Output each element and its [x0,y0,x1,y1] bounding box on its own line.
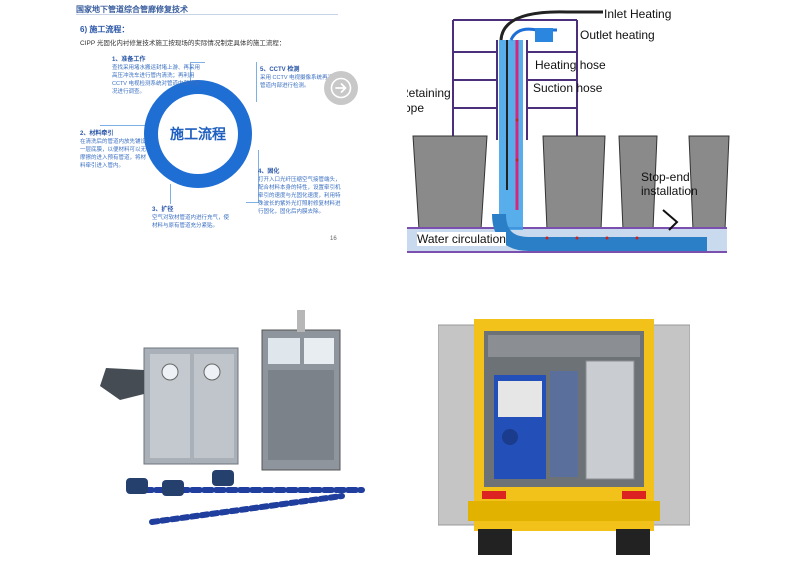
step-2: 2、材料牵引 在清洗后的管道内放先铺设一层底膜，以便材料可以无摩擦的进入预有管道… [80,130,150,170]
step-title: 3、扩径 [152,207,174,213]
cipp-diagram: Inlet Heating Outlet heating Heating hos… [407,0,737,258]
arrow-right-circle-icon [330,77,352,99]
cipp-diagram-graphic [407,10,730,253]
label-retaining: Retaining [407,86,451,100]
step-3: 3、扩径 空气对软材管道内进行充气，使材料与原有管道充分紧贴。 [152,206,230,230]
step-title: 1、准备工作 [112,57,146,63]
step-title: 5、CCTV 检测 [260,67,300,73]
step-desc: 打开入口光纤压缩空气接管端头，配合材料本身的特性，设置牵引机牵引的速度与光固化速… [258,177,341,215]
step-1: 1、准备工作 查找采用堵水搬运封堵上游、再采用高压冲洗车进行管内清洗；再利用 C… [112,56,200,96]
soil-block [688,135,730,231]
page-number: 16 [330,236,337,242]
equipment-illustration [92,290,394,552]
step-desc: 在清洗后的管道内放先铺设一层底膜，以便材料可以无摩擦的进入预有管道，将材料牵引进… [80,139,147,169]
step-desc: 查找采用堵水搬运封堵上游、再采用高压冲洗车进行管内清洗；再利用 CCTV 电视检… [112,65,201,95]
section-intro: CIPP 光固化内衬修复技术施工按现场的实际情况制定具体的施工流程： [80,40,286,47]
connector-line [170,184,185,204]
soil-block [412,135,488,231]
connector-line [190,62,205,85]
connector-line [252,62,257,102]
process-ring-label: 施工流程 [170,126,226,142]
step-4: 4、固化 打开入口光纤压缩空气接管端头，配合材料本身的特性，设置牵引机牵引的速度… [258,168,344,216]
label-installation: installation [641,184,698,198]
label-water-circulation: Water circulation [417,232,506,246]
soil-block [542,135,606,231]
label-inlet-heating: Inlet Heating [604,7,672,21]
connector-line [246,150,259,203]
label-stop-end: Stop-end [641,170,690,184]
truck-rear-photo [438,305,690,557]
process-document-page: 国家地下管道综合管廊修复技术 6) 施工流程： CIPP 光固化内衬修复技术施工… [70,0,350,250]
connector-line [100,125,148,127]
curing-equipment-photo [92,290,394,552]
section-title: 6) 施工流程： [80,25,130,34]
label-outlet-heating: Outlet heating [580,28,655,42]
label-suction-hose: Suction hose [533,81,603,95]
label-rope: rope [407,101,425,115]
step-desc: 空气对软材管道内进行充气，使材料与原有管道充分紧贴。 [152,215,230,229]
step-title: 2、材料牵引 [80,131,114,137]
next-arrow-button[interactable] [324,71,358,105]
step-title: 4、固化 [258,169,280,175]
doc-header: 国家地下管道综合管廊修复技术 [76,5,188,14]
truck-illustration [438,305,690,557]
step-desc: 采用 CCTV 电视摄像系统再次对管道内部进行检测。 [260,75,339,89]
header-divider [76,14,338,15]
label-heating-hose: Heating hose [535,58,606,72]
step-5: 5、CCTV 检测 采用 CCTV 电视摄像系统再次对管道内部进行检测。 [260,66,342,90]
